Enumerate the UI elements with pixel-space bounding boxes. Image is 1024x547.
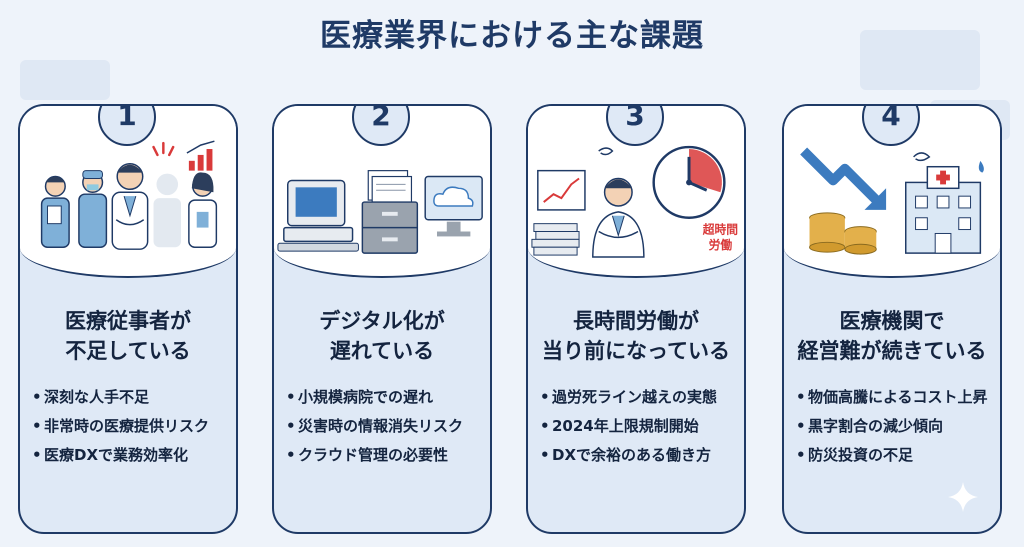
card-heading: 長時間労働が 当り前になっている — [534, 306, 738, 366]
background-decoration — [20, 60, 110, 100]
card-heading: 医療機関で 経営難が続きている — [790, 306, 994, 366]
issue-card-3: 超時間 労働 3 長時間労働が 当り前になっている 過労死ライン越えの実態 20… — [526, 104, 746, 534]
nurse-icon — [78, 170, 108, 248]
stacked-books-icon — [531, 223, 580, 256]
card-heading-line-2: 当り前になっている — [542, 339, 730, 363]
list-item: 非常時の医療提供リスク — [32, 415, 228, 438]
sparkle-icon — [948, 482, 978, 512]
list-item: 小規模病院での遅れ — [286, 386, 482, 409]
cloud-monitor-icon — [424, 175, 483, 237]
list-item: 深刻な人手不足 — [32, 386, 228, 409]
card-heading-line-1: 長時間労働が — [573, 309, 699, 333]
sweat-drop-icon — [978, 160, 984, 173]
tired-doctor-icon — [592, 177, 645, 258]
card-bullet-list: 物価高騰によるコスト上昇 黒字割合の減少傾向 防災投資の不足 — [796, 386, 992, 473]
long-working-hours-illustration: 超時間 労働 — [531, 145, 739, 258]
female-doctor-icon — [188, 172, 218, 248]
coin-stack-icon — [809, 212, 877, 255]
list-item: 災害時の情報消失リスク — [286, 415, 482, 438]
hospital-financial-difficulty-illustration — [800, 147, 984, 255]
list-item: 過労死ライン越えの実態 — [540, 386, 736, 409]
list-item: 防災投資の不足 — [796, 444, 992, 467]
alert-icon — [152, 141, 175, 157]
card-bullet-list: 過労死ライン越えの実態 2024年上限規制開始 DXで余裕のある働き方 — [540, 386, 736, 473]
file-cabinet-icon — [361, 201, 419, 254]
card-heading-line-2: 遅れている — [329, 339, 435, 363]
clock-icon — [652, 145, 726, 219]
absent-staff-silhouette-icon — [153, 173, 182, 248]
card-number-badge: 4 — [862, 106, 920, 146]
main-doctor-icon — [111, 163, 149, 250]
paper-documents-icon — [367, 170, 413, 207]
overtime-work-label: 超時間 労働 — [702, 222, 739, 252]
list-item: 黒字割合の減少傾向 — [796, 415, 992, 438]
medical-staff-shortage-illustration — [40, 140, 218, 250]
issue-card-4: 4 医療機関で 経営難が続きている 物価高騰によるコスト上昇 黒字割合の減少傾向… — [782, 104, 1002, 534]
hospital-building-icon — [905, 165, 982, 254]
card-heading-line-2: 不足している — [65, 339, 191, 363]
old-computer-icon — [277, 179, 359, 252]
card-heading-line-1: 医療従事者が — [65, 309, 191, 333]
issue-card-1: 1 医療従事者が 不足している 深刻な人手不足 非常時の医療提供リスク 医療DX… — [18, 104, 238, 534]
card-heading: 医療従事者が 不足している — [26, 306, 230, 366]
list-item: クラウド管理の必要性 — [286, 444, 482, 467]
stress-swirl-icon — [913, 152, 931, 162]
list-item: DXで余裕のある働き方 — [540, 444, 736, 467]
issue-card-2: 2 デジタル化が 遅れている 小規模病院での遅れ 災害時の情報消失リスク クラウ… — [272, 104, 492, 534]
list-item: 物価高騰によるコスト上昇 — [796, 386, 992, 409]
card-heading-line-1: デジタル化が — [319, 309, 445, 333]
card-illustration-area: 超時間 労働 — [528, 106, 744, 278]
card-bullet-list: 深刻な人手不足 非常時の医療提供リスク 医療DXで業務効率化 — [32, 386, 228, 473]
card-bullet-list: 小規模病院での遅れ 災害時の情報消失リスク クラウド管理の必要性 — [286, 386, 482, 473]
background-decoration — [860, 30, 980, 90]
stress-swirl-icon — [598, 147, 614, 156]
card-heading: デジタル化が 遅れている — [280, 306, 484, 366]
digitalization-illustration — [277, 170, 483, 254]
card-illustration-area — [784, 106, 1000, 278]
card-illustration-area — [20, 106, 236, 278]
page-title: 医療業界における主な課題 — [320, 18, 704, 54]
doctor-icon — [40, 175, 70, 248]
line-chart-board-icon — [537, 169, 586, 211]
card-heading-line-2: 経営難が続きている — [797, 339, 987, 363]
falling-arrow-icon — [800, 147, 887, 210]
list-item: 医療DXで業務効率化 — [32, 444, 228, 467]
list-item: 2024年上限規制開始 — [540, 415, 736, 438]
rising-bar-chart-icon — [186, 140, 215, 171]
svg-text:労働: 労働 — [709, 238, 733, 252]
svg-text:超時間: 超時間 — [702, 222, 739, 236]
card-heading-line-1: 医療機関で — [839, 309, 945, 333]
